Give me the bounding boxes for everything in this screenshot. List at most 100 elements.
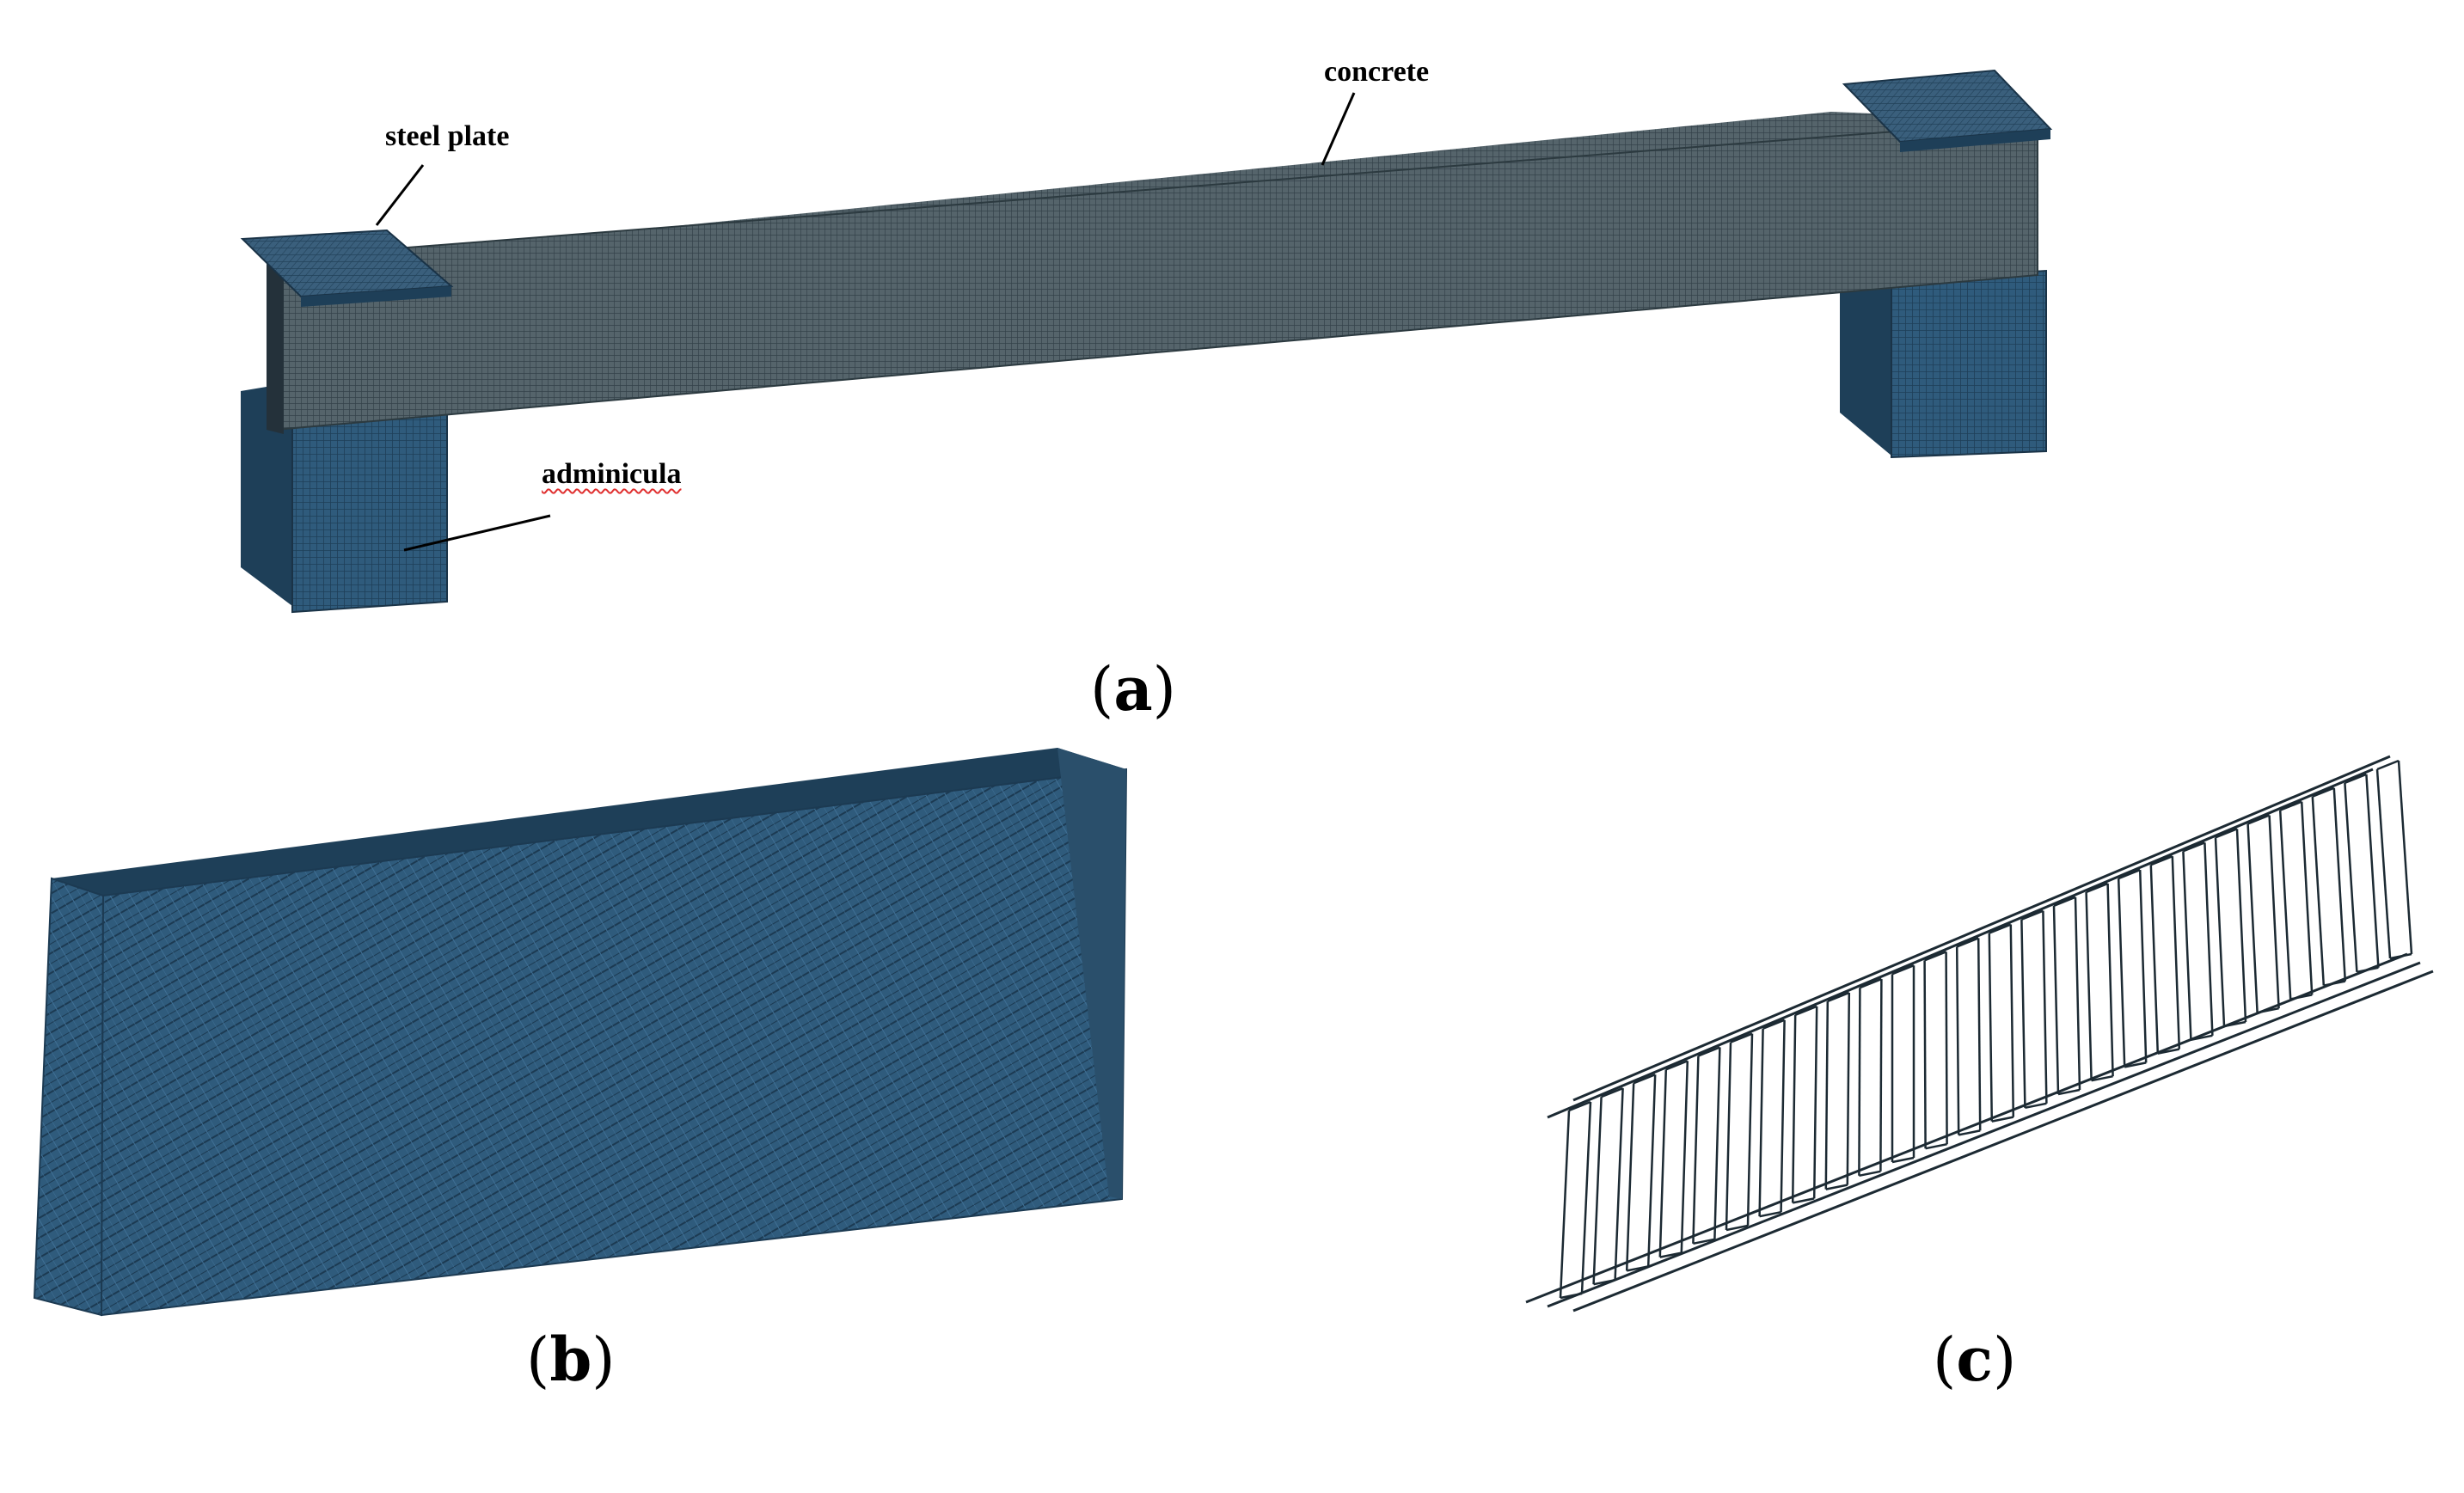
rebar-stirrup <box>2057 1088 2081 1096</box>
rebar-stirrup <box>1560 1292 1583 1300</box>
rebar-stirrup <box>2020 919 2026 1108</box>
rebar-stirrup <box>1791 1014 1797 1203</box>
concrete-leader-line <box>1321 92 1356 166</box>
rebar-stirrup <box>2389 952 2412 960</box>
rebar-stirrup <box>1580 1101 1592 1294</box>
rebar-stirrup <box>1792 1197 1815 1204</box>
right-steel-plate <box>1842 69 2053 152</box>
rebar-stirrup <box>2124 1062 2147 1068</box>
rebar-stirrup <box>1559 1110 1571 1299</box>
rebar-stirrup <box>1988 933 1994 1122</box>
rebar-stirrup <box>2246 823 2259 1013</box>
left-support-block <box>241 382 448 614</box>
rebar-stirrup <box>2257 1007 2279 1014</box>
rebar-stirrup <box>1846 992 1851 1185</box>
rebar-stirrup <box>2247 814 2271 825</box>
rebar-stirrup <box>2311 796 2326 986</box>
rebar-stirrup <box>2204 842 2214 1036</box>
beam-assembly-figure <box>240 69 2053 614</box>
rebar-stirrup <box>1945 951 1948 1145</box>
rebar-stirrup <box>1977 938 1982 1131</box>
rebar-stirrup <box>2323 980 2346 987</box>
rebar-stirrup <box>1991 1116 2014 1123</box>
rebar-stirrup <box>1697 1046 1720 1057</box>
rebar-bottom-mid-bar <box>1547 961 2421 1308</box>
rebar-stirrup <box>1658 1069 1668 1257</box>
caption-a-letter: a <box>1113 653 1153 725</box>
rebar-stirrup <box>1824 1000 1830 1190</box>
rebar-stirrup <box>1825 1184 1848 1190</box>
rebar-cage-figure <box>1525 755 2434 1312</box>
rebar-stirrup <box>2397 760 2413 955</box>
rebar-stirrup <box>2106 883 2114 1077</box>
rebar-stirrup <box>2279 800 2302 811</box>
rebar-stirrup <box>1858 988 1861 1176</box>
rebar-stirrup <box>1614 1088 1624 1281</box>
mesh-block-figure <box>33 748 1128 1317</box>
rebar-stirrup <box>2376 759 2400 771</box>
rebar-stirrup <box>1955 946 1960 1135</box>
rebar-stirrup <box>2357 966 2379 974</box>
rebar-stirrup <box>2332 787 2347 982</box>
rebar-stirrup <box>1601 1086 1624 1098</box>
rebar-stirrup <box>1924 951 1947 962</box>
rebar-stirrup <box>2150 854 2173 866</box>
rebar-stirrup <box>2052 905 2060 1095</box>
rebar-stirrup <box>2117 878 2126 1068</box>
right-support-block <box>1840 262 2047 459</box>
rebar-stirrup <box>2138 870 2148 1063</box>
rebar-stirrup <box>1659 1251 1683 1258</box>
rebar-stirrup <box>2091 1074 2113 1082</box>
rebar-stirrup <box>1713 1047 1721 1239</box>
caption-c-letter: c <box>1956 1324 1993 1395</box>
rebar-stirrup <box>1693 1238 1715 1245</box>
rebar-stirrup <box>2086 882 2109 894</box>
rebar-stirrup <box>2053 896 2076 907</box>
steel-plate-label: steel plate <box>385 120 510 152</box>
adminicula-label: adminicula <box>542 458 682 490</box>
rebar-stirrup <box>1725 1224 1749 1232</box>
rebar-stirrup <box>1725 1042 1732 1231</box>
rebar-stirrup <box>1923 960 1927 1149</box>
rebar-stirrup <box>1692 1056 1700 1244</box>
rebar-stirrup <box>1989 923 2012 934</box>
rebar-stirrup <box>1592 1097 1603 1285</box>
steel-plate-leader-line <box>375 164 425 226</box>
rebar-stirrup <box>1859 977 1882 989</box>
caption-c: (c) <box>1933 1324 2017 1395</box>
rebar-stirrup <box>1859 1170 1881 1178</box>
rebar-stirrup <box>1794 1005 1817 1017</box>
rebar-stirrup <box>2157 1048 2180 1055</box>
rebar-stirrup <box>2312 786 2335 798</box>
rebar-stirrup <box>1680 1061 1689 1253</box>
rebar-stirrup <box>2365 774 2380 968</box>
rebar-stirrup <box>1956 937 1979 948</box>
rebar-stirrup <box>1730 1032 1753 1043</box>
rebar-stirrup <box>1762 1019 1786 1030</box>
concrete-beam <box>267 112 2038 434</box>
caption-a: (a) <box>1090 653 1176 725</box>
rebar-stirrup <box>1891 964 1915 976</box>
rebar-bottom-back-bar <box>1572 970 2434 1312</box>
adminicula-leader-line <box>403 514 551 552</box>
rebar-stirrup <box>1780 1019 1786 1213</box>
rebar-bottom-front-bar <box>1525 952 2408 1304</box>
rebar-stirrup <box>1593 1278 1615 1286</box>
rebar-stirrup <box>2020 909 2044 921</box>
rebar-stirrup <box>2182 841 2205 853</box>
rebar-stirrup <box>2268 815 2280 1009</box>
rebar-top-front-bar <box>1547 768 2374 1119</box>
rebar-stirrup <box>1827 991 1850 1003</box>
rebar-stirrup <box>2182 851 2192 1040</box>
rebar-stirrup <box>2025 1102 2047 1110</box>
rebar-stirrup <box>1626 1265 1649 1272</box>
rebar-stirrup <box>1568 1100 1591 1112</box>
rebar-stirrup <box>1633 1074 1656 1085</box>
rebar-stirrup <box>2149 865 2160 1054</box>
rebar-stirrup <box>2223 1020 2246 1028</box>
rebar-stirrup <box>1665 1060 1689 1071</box>
rebar-stirrup <box>1891 1156 1915 1164</box>
rebar-stirrup <box>1958 1129 1981 1136</box>
rebar-stirrup <box>2042 910 2048 1104</box>
rebar-stirrup <box>1625 1083 1635 1271</box>
